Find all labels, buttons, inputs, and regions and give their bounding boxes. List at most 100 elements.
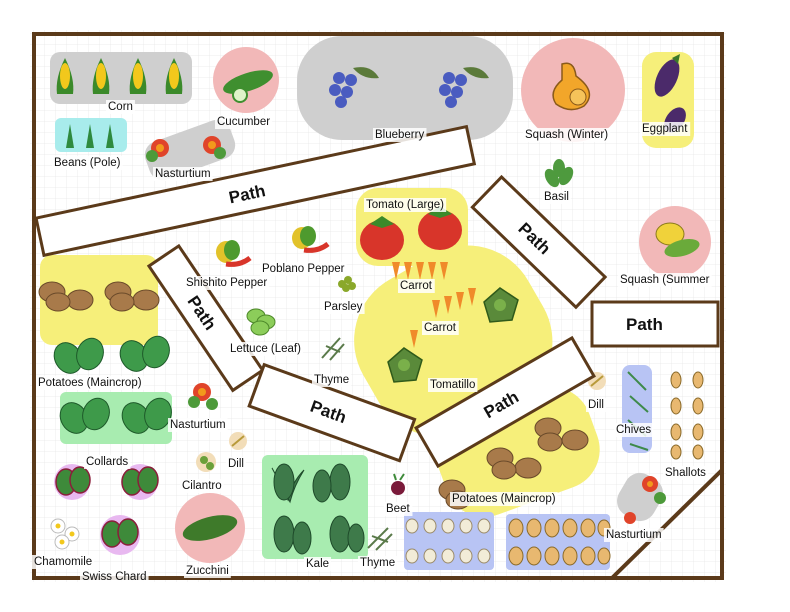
label-tomato-large: Tomato (Large): [366, 199, 444, 211]
parsley-icon: [338, 276, 356, 292]
label-background: [215, 115, 273, 129]
label-background: [364, 198, 447, 212]
blueberry-icon: [329, 67, 489, 108]
collards-icon: [53, 335, 172, 434]
garlic-icon: [405, 518, 491, 564]
label-background: [260, 262, 347, 276]
tomatillo-icon: [387, 287, 519, 383]
corner-diagonal: [610, 468, 724, 580]
path-3: Path: [247, 362, 417, 463]
label-background: [322, 300, 365, 314]
label-nasturtium-left: Nasturtium: [170, 419, 226, 431]
bean-icon: [66, 124, 114, 148]
label-dill-left: Dill: [228, 458, 244, 470]
label-background: [84, 455, 131, 469]
label-background: [153, 167, 213, 181]
label-dill-right: Dill: [588, 399, 604, 411]
label-beet: Beet: [386, 503, 410, 515]
label-background: [52, 156, 123, 170]
zone-blueberry: [297, 36, 513, 140]
label-background: [80, 570, 149, 584]
label-carrot-1: Carrot: [400, 280, 433, 292]
path-bar: [414, 335, 596, 469]
label-potatoes-left: Potatoes (Maincrop): [38, 377, 142, 389]
cilantro-icon: [196, 452, 216, 472]
label-thyme-2: Thyme: [360, 557, 395, 569]
label-potatoes-right: Potatoes (Maincrop): [452, 493, 556, 505]
label-nasturtium-top: Nasturtium: [155, 168, 211, 180]
swiss-chard-icon: [55, 466, 159, 548]
shallot-icon: [670, 371, 704, 460]
nasturtium-icon: [146, 136, 226, 162]
label-background: [36, 376, 144, 390]
label-background: [358, 556, 398, 570]
label-background: [304, 557, 332, 571]
beet-icon: [391, 473, 405, 495]
basil-icon: [544, 159, 574, 188]
label-background: [640, 122, 691, 136]
label-background: [184, 564, 231, 578]
label-carrot-2: Carrot: [424, 322, 457, 334]
label-background: [604, 528, 664, 542]
summer-squash-icon: [655, 222, 700, 258]
label-background: [428, 378, 478, 392]
kale-icon: [271, 463, 365, 555]
plant-labels: Corn Beans (Pole) Nasturtium Cucumber Bl…: [32, 100, 712, 584]
label-background: [450, 492, 558, 506]
label-background: [184, 276, 270, 290]
label-background: [180, 479, 224, 493]
label-background: [614, 423, 654, 437]
label-background: [373, 128, 427, 142]
zucchini-icon: [182, 515, 238, 541]
label-background: [384, 502, 413, 516]
label-parsley: Parsley: [324, 301, 363, 313]
path-label: Path: [626, 315, 663, 334]
pepper-icon: [216, 226, 330, 267]
label-nasturtium-right: Nasturtium: [606, 529, 662, 541]
path-5: Path: [590, 300, 720, 348]
label-squash-summer: Squash (Summer: [620, 274, 710, 286]
label-cucumber: Cucumber: [217, 116, 270, 128]
path-bar: [470, 174, 608, 310]
plant-icons: [38, 54, 704, 566]
label-background: [168, 418, 228, 432]
path-bar: [34, 124, 477, 258]
zone-potatoes-left: [40, 255, 158, 345]
label-corn: Corn: [108, 101, 133, 113]
carrot-icon: [392, 262, 476, 348]
label-poblano-pepper: Poblano Pepper: [262, 263, 345, 275]
tomato-icon: [360, 206, 462, 260]
label-eggplant: Eggplant: [642, 123, 688, 135]
path-bar: [590, 300, 720, 348]
path-6: Path: [414, 335, 596, 469]
thyme-icon: [321, 337, 393, 551]
label-shishito-pepper: Shishito Pepper: [186, 277, 267, 289]
label-background: [663, 466, 709, 480]
lettuce-icon: [246, 308, 276, 336]
label-background: [226, 457, 246, 471]
label-background: [32, 555, 95, 569]
label-background: [618, 273, 712, 287]
label-background: [398, 279, 435, 293]
dill-icon: [229, 372, 606, 450]
zone-chives: [622, 365, 652, 453]
label-shallots: Shallots: [665, 467, 706, 479]
label-background: [228, 342, 304, 356]
path-bar: [247, 362, 417, 463]
label-chives: Chives: [616, 424, 651, 436]
path-4: Path: [470, 174, 608, 310]
label-blueberry: Blueberry: [375, 129, 424, 141]
label-zucchini: Zucchini: [186, 565, 229, 577]
chamomile-icon: [50, 518, 80, 550]
label-basil: Basil: [544, 191, 569, 203]
garden-border: [32, 32, 724, 580]
label-lettuce-leaf: Lettuce (Leaf): [230, 343, 301, 355]
zone-nasturtium-top: [144, 119, 236, 181]
label-background: [542, 190, 571, 204]
label-squash-winter: Squash (Winter): [525, 129, 608, 141]
label-background: [586, 398, 606, 412]
label-thyme-1: Thyme: [314, 374, 349, 386]
label-background: [312, 373, 352, 387]
potato-icon: [38, 281, 589, 510]
